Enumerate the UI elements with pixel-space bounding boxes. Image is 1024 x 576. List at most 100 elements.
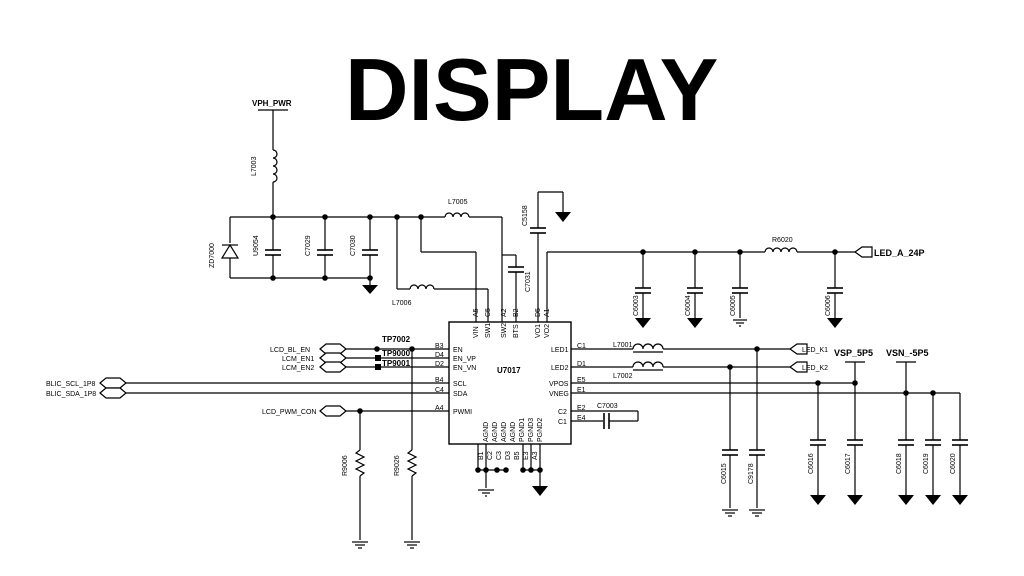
right-pin-name: LED2	[551, 365, 569, 372]
resistor-r9006	[354, 449, 366, 477]
left-pin-num: B4	[435, 377, 444, 384]
ic-refdes: U7017	[497, 366, 521, 375]
label-c6020: C6020	[950, 453, 957, 474]
inductor-l7003	[272, 149, 278, 183]
label-r6020: R6020	[772, 237, 793, 244]
inductor-l7002	[632, 361, 664, 368]
svg-text:C5: C5	[485, 308, 492, 317]
ic-u7017	[448, 321, 572, 445]
label-c6015: C6015	[721, 463, 728, 484]
svg-text:D5: D5	[535, 308, 542, 317]
top-pin: VO2 A1	[544, 308, 551, 338]
bottom-pin-name: AGND	[501, 422, 508, 442]
net-label-led-a: LED_A_24P	[874, 248, 925, 258]
label-c6018: C6018	[896, 453, 903, 474]
left-pin-name: SCL	[453, 381, 467, 388]
bottom-pin-num: C2	[487, 451, 494, 460]
led-a-port	[853, 246, 873, 258]
right-pin-num: C1	[577, 343, 586, 350]
svg-text:VIN: VIN	[473, 326, 480, 338]
svg-text:A5: A5	[473, 308, 480, 317]
label-c6006: C6006	[825, 295, 832, 316]
svg-text:BTS: BTS	[513, 324, 520, 338]
lcm-en2-port	[319, 361, 347, 373]
lcd-pwm-con-port	[319, 405, 347, 417]
svg-text:A1: A1	[544, 308, 551, 317]
inductor-l7006	[409, 284, 435, 290]
resistor-r6020	[764, 247, 798, 253]
label-c6005: C6005	[730, 295, 737, 316]
bottom-pin-name: PGND1	[519, 418, 526, 442]
bottom-pin-num: E3	[523, 451, 530, 460]
svg-text:B2: B2	[513, 308, 520, 317]
top-pin: SW1 C5	[485, 308, 492, 338]
top-pin: VO1 D5	[535, 308, 542, 338]
bottom-pin-name: PGND3	[528, 418, 535, 442]
right-pin-name: VPOS	[549, 381, 569, 388]
label-r9026: R9026	[394, 455, 401, 476]
left-pin-name: EN_VN	[453, 365, 476, 372]
net-label-blic-sda: BLIC_SDA_1P8	[46, 391, 96, 398]
zener-zd7000	[220, 243, 240, 259]
right-pin-name: VNEG	[549, 391, 569, 398]
ground-symbol	[362, 285, 378, 294]
left-pin-num: D2	[435, 361, 444, 368]
bottom-pin-num: C3	[496, 451, 503, 460]
label-r9006: R9006	[342, 455, 349, 476]
label-l7006: L7006	[392, 300, 412, 307]
label-c6003: C6003	[633, 295, 640, 316]
label-c7029: C7029	[305, 235, 312, 256]
label-c6016: C6016	[808, 453, 815, 474]
page-title: DISPLAY	[345, 40, 718, 139]
svg-text:VO2: VO2	[544, 324, 551, 338]
bottom-pin-num: D3	[505, 451, 512, 460]
led-k2-port	[788, 361, 808, 373]
right-pin-num: D1	[577, 361, 586, 368]
net-label-blic-scl: BLIC_SCL_1P8	[46, 381, 96, 388]
top-pin: VIN A5	[473, 308, 480, 338]
ground-symbol	[532, 486, 548, 496]
left-pin-num: D4	[435, 352, 444, 359]
top-pin: SW2 A2	[501, 308, 508, 338]
svg-text:VO1: VO1	[535, 324, 542, 338]
net-label-vsn: VSN_-5P5	[886, 348, 929, 358]
net-label-lcd-bl-en: LCD_BL_EN	[270, 347, 310, 354]
right-pin-num: E2	[577, 405, 586, 412]
left-pin-name: EN	[453, 347, 463, 354]
bottom-pin-num: A3	[532, 451, 539, 460]
resistor-r9026	[406, 449, 418, 477]
top-pin: BTS B2	[513, 308, 520, 338]
led-k1-port	[788, 343, 808, 355]
net-label-led-k1: LED_K1	[802, 347, 828, 354]
inductor-l7001	[632, 343, 664, 350]
svg-text:SW2: SW2	[501, 323, 508, 338]
label-tp9000: TP9000	[382, 349, 411, 358]
testpoint-tp9000	[375, 355, 381, 361]
svg-text:A2: A2	[501, 308, 508, 317]
label-tp7002: TP7002	[382, 335, 411, 344]
right-pin-name: C2	[558, 409, 567, 416]
right-pin-num: E5	[577, 377, 586, 384]
right-pin-num: E4	[577, 415, 586, 422]
label-c6004: C6004	[685, 295, 692, 316]
bottom-pin-name: AGND	[510, 422, 517, 442]
label-c6017: C6017	[845, 453, 852, 474]
left-pin-num: C4	[435, 387, 444, 394]
bottom-pin-name: PGND2	[537, 418, 544, 442]
left-pin-name: EN_VP	[453, 356, 476, 363]
svg-text:SW1: SW1	[485, 323, 492, 338]
net-label-lcm-en2: LCM_EN2	[282, 365, 314, 372]
bottom-pin-name: AGND	[492, 422, 499, 442]
net-label-vsp: VSP_5P5	[834, 348, 873, 358]
left-pin-num: B3	[435, 343, 444, 350]
testpoint-tp9001	[375, 364, 381, 370]
label-c9178: C9178	[748, 463, 755, 484]
label-u9054: U9054	[253, 235, 260, 256]
label-zd7000: ZD7000	[209, 243, 216, 268]
label-l7001: L7001	[613, 342, 633, 349]
right-pin-name: LED1	[551, 347, 569, 354]
right-pin-num: E1	[577, 387, 586, 394]
left-pin-name: PWMI	[453, 409, 472, 416]
bottom-pin-num: B5	[514, 451, 521, 460]
